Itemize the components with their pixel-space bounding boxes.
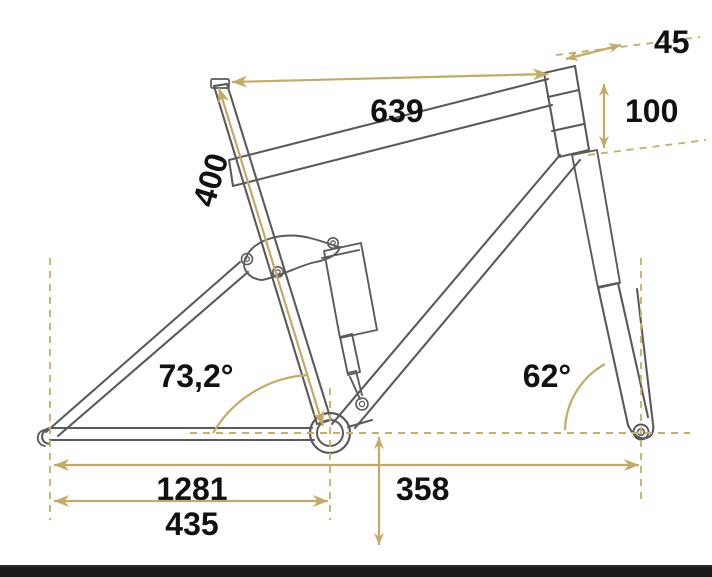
- rear-dropout: [36, 429, 46, 447]
- dimension-label-bb-to-axle: 358: [396, 471, 449, 507]
- dimension-label-top-tube: 639: [370, 93, 423, 129]
- dimension-label-seat-tube: 400: [186, 149, 236, 211]
- fork: [571, 149, 655, 441]
- chain-stay: [41, 426, 316, 446]
- dimension-head-vertical: 100: [599, 84, 678, 148]
- ext-line-head-bottom: [587, 139, 707, 156]
- dimension-bb-to-axle: 358: [374, 437, 449, 545]
- frame-linework: [36, 64, 655, 455]
- dimension-chainstay: 435: [54, 495, 328, 542]
- head-tube: [542, 64, 591, 159]
- dimension-top-tube: 639: [231, 68, 549, 129]
- angle-label-head-tube: 62°: [523, 358, 571, 394]
- dimension-head-offset: 45: [565, 24, 690, 61]
- down-tube: [330, 153, 582, 430]
- angle-head-tube: 62°: [523, 358, 606, 431]
- bb-link: [346, 418, 374, 429]
- footer-bar: [0, 565, 712, 577]
- dimension-label-chainstay: 435: [165, 506, 218, 542]
- seat-stay: [44, 260, 250, 438]
- extension-lines: [49, 36, 707, 520]
- dimension-label-head-offset: 45: [654, 24, 690, 60]
- angle-label-seat-tube: 73,2°: [158, 358, 233, 394]
- dimension-label-head-vertical: 100: [625, 93, 678, 129]
- rear-shock: [321, 242, 378, 411]
- ext-line-head-top: [555, 36, 701, 56]
- angle-seat-tube: 73,2°: [158, 358, 309, 434]
